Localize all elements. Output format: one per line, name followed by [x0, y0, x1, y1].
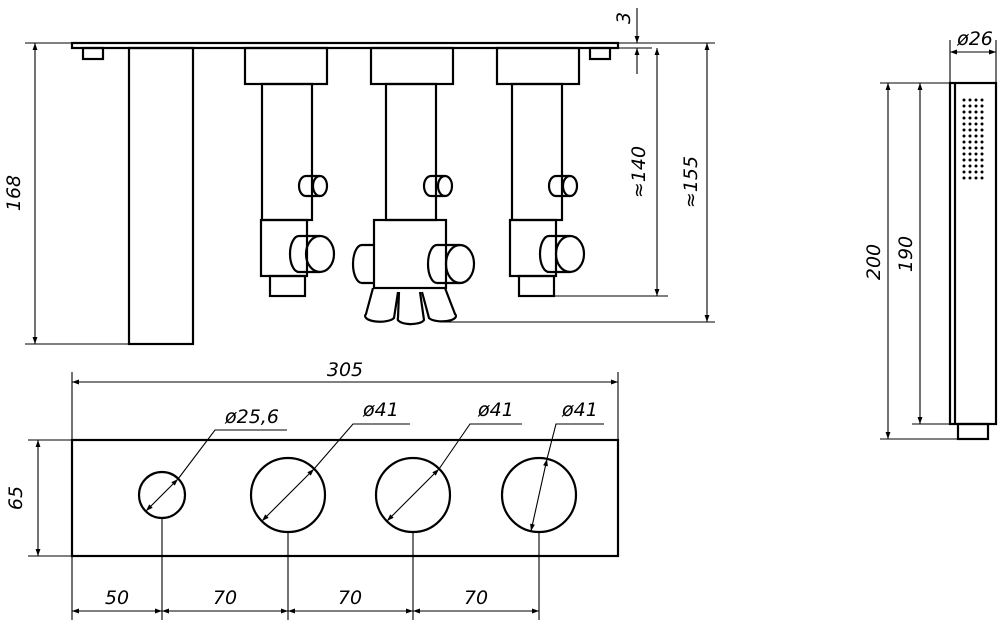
- nozzle-dot: [980, 128, 984, 132]
- nozzle-dot: [962, 110, 966, 114]
- hand-shower-body: [948, 81, 998, 426]
- mounting-plate: [70, 41, 620, 50]
- nozzle-dot: [980, 122, 984, 126]
- dim-hole-1: ø41: [362, 399, 399, 421]
- nozzle-dot: [980, 146, 984, 150]
- cover-plate: [70, 438, 620, 558]
- nozzle-dot: [962, 98, 966, 102]
- nozzle-dot: [974, 128, 978, 132]
- valve-3: [495, 46, 586, 298]
- nozzle-dot: [968, 176, 972, 180]
- dim-spacing-1: 50: [105, 587, 129, 609]
- nozzle-dot: [980, 110, 984, 114]
- dim-width: 305: [327, 359, 363, 381]
- nozzle-dot: [980, 134, 984, 138]
- nozzle-dot: [968, 104, 972, 108]
- nozzle-dot: [962, 158, 966, 162]
- dim-spacing-4: 70: [464, 587, 488, 609]
- dim-hole-small: ø25,6: [224, 406, 279, 428]
- nozzle-dot: [968, 134, 972, 138]
- nozzle-dot: [980, 164, 984, 168]
- nozzle-dot: [962, 140, 966, 144]
- nozzle-dot: [962, 116, 966, 120]
- nozzle-dot: [974, 116, 978, 120]
- nozzle-dot: [980, 152, 984, 156]
- nozzle-dot: [974, 152, 978, 156]
- nozzle-dot: [974, 170, 978, 174]
- hand-shower-view: ø26 200 190: [863, 28, 998, 441]
- nozzle-dot: [968, 140, 972, 144]
- nozzle-dot: [968, 122, 972, 126]
- nozzle-dot: [962, 128, 966, 132]
- dim-shower-body-length: 190: [895, 236, 917, 272]
- nozzle-dot: [974, 164, 978, 168]
- nozzle-dot: [974, 140, 978, 144]
- nozzle-dot: [968, 128, 972, 132]
- nozzle-dot: [968, 152, 972, 156]
- shower-holder: [127, 46, 195, 346]
- dim-overall-depth: ≈155: [680, 156, 702, 208]
- dim-hole-2: ø41: [477, 399, 514, 421]
- nozzle-dot: [962, 164, 966, 168]
- plan-view: ø25,6 ø41 ø41 ø41 305 65 50 70 70 70: [5, 359, 620, 620]
- front-view: 3 168 ≈140 ≈155: [3, 8, 715, 346]
- valve-2: [351, 46, 476, 326]
- nozzle-dot: [962, 170, 966, 174]
- nozzle-dot: [968, 98, 972, 102]
- dim-hole-3: ø41: [561, 399, 598, 421]
- nozzle-dot: [968, 158, 972, 162]
- dim-shower-diameter: ø26: [956, 28, 993, 50]
- nozzle-dot: [968, 110, 972, 114]
- plate-tab-right: [588, 46, 612, 61]
- spray-nozzles: [962, 98, 984, 180]
- nozzle-dot: [974, 176, 978, 180]
- dim-height-total: 168: [3, 175, 25, 211]
- nozzle-dot: [974, 146, 978, 150]
- nozzle-dot: [980, 140, 984, 144]
- dim-plate-height: 65: [5, 486, 27, 510]
- nozzle-dot: [980, 116, 984, 120]
- nozzle-dot: [968, 146, 972, 150]
- nozzle-dot: [962, 134, 966, 138]
- dim-valve-depth: ≈140: [628, 146, 650, 198]
- nozzle-dot: [974, 158, 978, 162]
- nozzle-dot: [962, 104, 966, 108]
- nozzle-dot: [980, 158, 984, 162]
- nozzle-dot: [974, 110, 978, 114]
- plate-tab-left: [81, 46, 105, 61]
- nozzle-dot: [974, 104, 978, 108]
- hand-shower-connector: [956, 422, 990, 441]
- dim-plate-thickness: 3: [613, 12, 635, 24]
- valve-1: [243, 46, 336, 298]
- nozzle-dot: [980, 104, 984, 108]
- nozzle-dot: [962, 176, 966, 180]
- nozzle-dot: [974, 134, 978, 138]
- nozzle-dot: [980, 176, 984, 180]
- nozzle-dot: [968, 116, 972, 120]
- nozzle-dot: [962, 146, 966, 150]
- dim-shower-length: 200: [863, 244, 885, 280]
- dim-spacing-3: 70: [338, 587, 362, 609]
- nozzle-dot: [974, 98, 978, 102]
- nozzle-dot: [980, 170, 984, 174]
- nozzle-dot: [962, 152, 966, 156]
- nozzle-dot: [968, 170, 972, 174]
- nozzle-dot: [980, 98, 984, 102]
- dim-spacing-2: 70: [213, 587, 237, 609]
- nozzle-dot: [962, 122, 966, 126]
- nozzle-dot: [974, 122, 978, 126]
- nozzle-dot: [968, 164, 972, 168]
